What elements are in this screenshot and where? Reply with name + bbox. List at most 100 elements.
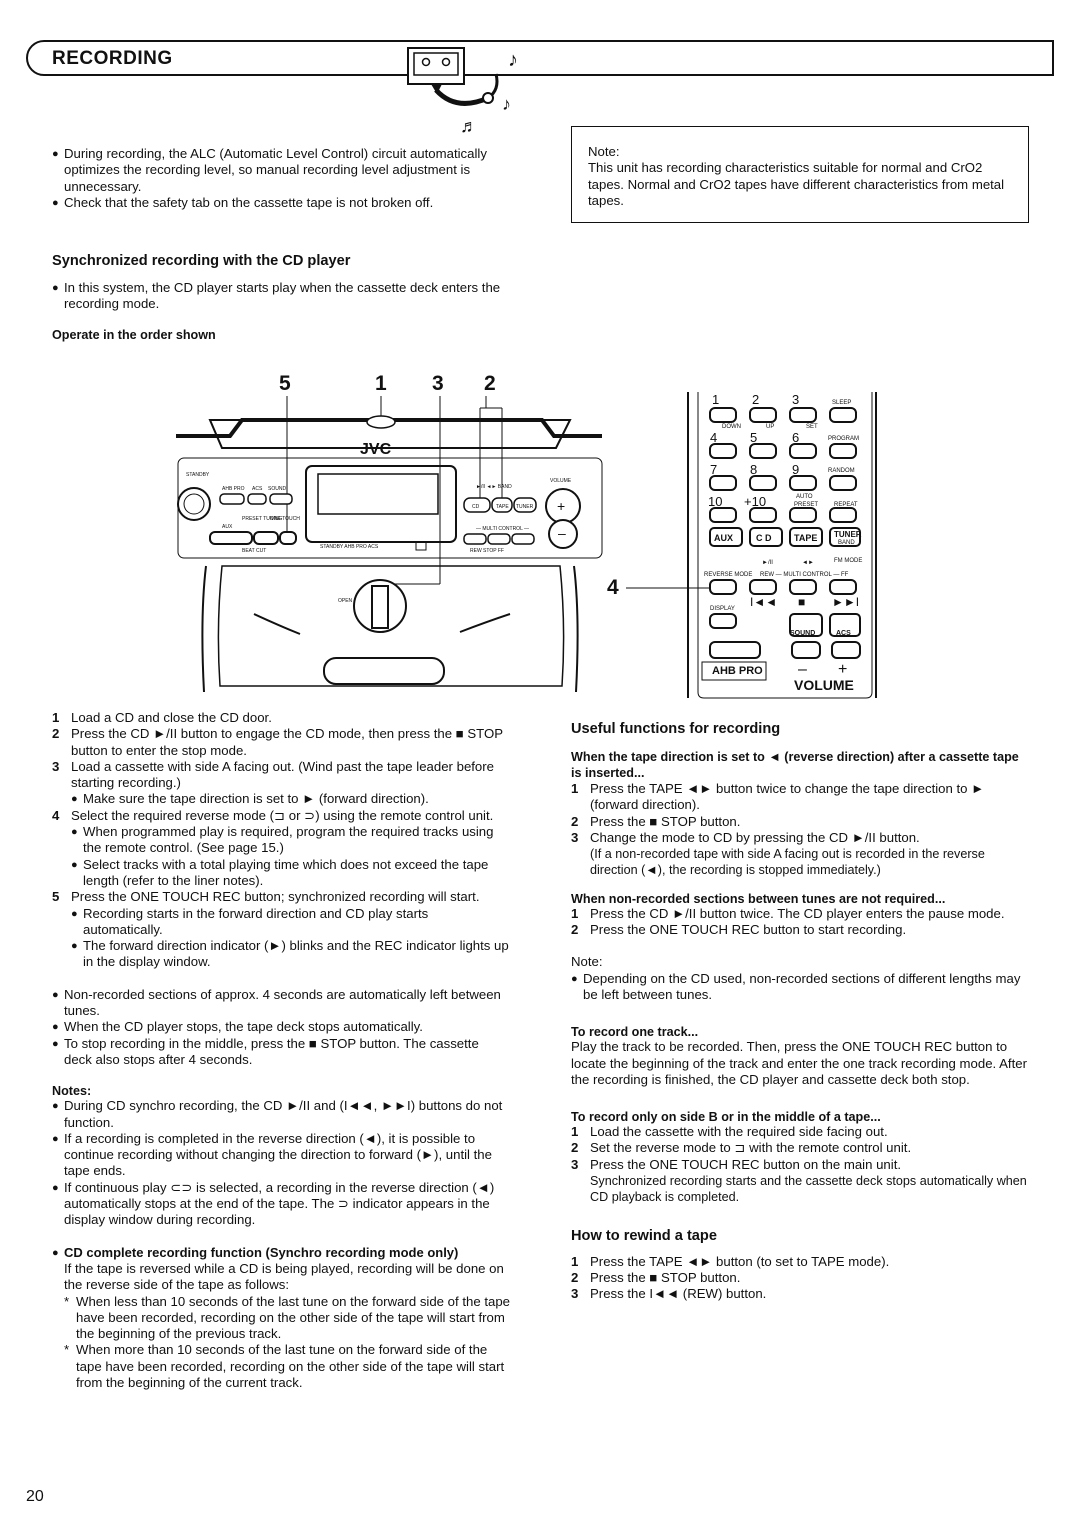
- svg-text:C D: C D: [756, 533, 772, 543]
- svg-text:AUTO: AUTO: [796, 494, 813, 500]
- callout-3: 3: [432, 372, 444, 395]
- svg-text:BEAT CUT: BEAT CUT: [242, 548, 266, 554]
- intro-bullet: Check that the safety tab on the cassett…: [52, 195, 510, 212]
- svg-text:— MULTI CONTROL —: — MULTI CONTROL —: [476, 526, 529, 532]
- page-title: RECORDING: [52, 48, 173, 69]
- svg-text:REVERSE MODE: REVERSE MODE: [704, 572, 752, 578]
- useful-note-title: Note:: [571, 954, 603, 970]
- complete-recording-star: When more than 10 seconds of the last tu…: [52, 1342, 510, 1391]
- useful-note-text: Depending on the CD used, non-recorded s…: [571, 971, 1031, 1004]
- svg-text:VOLUME: VOLUME: [550, 478, 572, 484]
- svg-text:STANDBY AHB PRO ACS: STANDBY AHB PRO ACS: [320, 544, 379, 550]
- svg-text:2: 2: [752, 392, 759, 407]
- svg-text:5: 5: [750, 430, 757, 445]
- sync-section: Synchronized recording with the CD playe…: [52, 253, 510, 342]
- notes-bullet: If continuous play ⊂⊃ is selected, a rec…: [52, 1180, 510, 1229]
- svg-text:8: 8: [750, 462, 757, 477]
- svg-text:♬: ♬: [460, 116, 478, 136]
- svg-text:AUX: AUX: [222, 524, 233, 530]
- sync-heading: Synchronized recording with the CD playe…: [52, 253, 351, 269]
- callout-4: 4: [607, 576, 619, 599]
- after-steps-bullet: Non-recorded sections of approx. 4 secon…: [52, 987, 510, 1020]
- page-number: 20: [26, 1488, 44, 1505]
- svg-text:+: +: [557, 498, 565, 514]
- step-5-sub: Recording starts in the forward directio…: [52, 906, 510, 939]
- svg-text:TAPE: TAPE: [496, 504, 509, 510]
- svg-text:REPEAT: REPEAT: [834, 502, 858, 508]
- note-text: This unit has recording characteristics …: [588, 160, 1005, 208]
- svg-text:1: 1: [712, 392, 719, 407]
- nonrec-title: When non-recorded sections between tunes…: [571, 891, 946, 906]
- order-label: Operate in the order shown: [52, 327, 216, 342]
- svg-text:+10: +10: [744, 494, 766, 509]
- reverse-title: When the tape direction is set to ◄ (rev…: [571, 750, 1019, 780]
- svg-text:RANDOM: RANDOM: [828, 468, 855, 474]
- intro-bullet: During recording, the ALC (Automatic Lev…: [52, 146, 510, 195]
- svg-text:BAND: BAND: [838, 540, 855, 546]
- svg-text:PRESET TUNING: PRESET TUNING: [242, 516, 282, 522]
- svg-text:TAPE: TAPE: [794, 533, 817, 543]
- after-steps-bullet: When the CD player stops, the tape deck …: [52, 1019, 510, 1036]
- svg-text:REW STOP FF: REW STOP FF: [470, 548, 504, 554]
- svg-text:DOWN: DOWN: [722, 424, 741, 430]
- svg-text:ACS: ACS: [252, 486, 263, 492]
- svg-text:►/II: ►/II: [762, 560, 773, 566]
- complete-recording-title: CD complete recording function (Synchro …: [52, 1245, 510, 1262]
- after-steps-bullet: To stop recording in the middle, press t…: [52, 1036, 510, 1069]
- svg-text:UP: UP: [766, 424, 774, 430]
- rewind-heading: How to rewind a tape: [571, 1227, 717, 1244]
- svg-text:ACS: ACS: [836, 630, 851, 637]
- reverse-subnote: (If a non-recorded tape with side A faci…: [590, 847, 985, 878]
- svg-text:+: +: [838, 661, 847, 678]
- svg-text:ONE TOUCH: ONE TOUCH: [270, 516, 300, 522]
- svg-text:►►I: ►►I: [832, 595, 859, 609]
- intro-section: During recording, the ALC (Automatic Lev…: [52, 146, 510, 211]
- svg-text:AUX: AUX: [714, 533, 733, 543]
- svg-text:3: 3: [792, 392, 799, 407]
- svg-text:–: –: [798, 661, 807, 678]
- complete-recording-text: If the tape is reversed while a CD is be…: [64, 1260, 504, 1293]
- note-title: Note:: [588, 144, 620, 159]
- svg-text:REW — MULTI CONTROL — FF: REW — MULTI CONTROL — FF: [760, 572, 849, 578]
- useful-functions-section: Useful functions for recording When the …: [571, 721, 1031, 1303]
- svg-text:SLEEP: SLEEP: [832, 400, 851, 406]
- svg-text:►/II ◄► BAND: ►/II ◄► BAND: [476, 484, 512, 490]
- useful-heading: Useful functions for recording: [571, 721, 781, 737]
- svg-text:TUNER: TUNER: [516, 504, 534, 510]
- svg-text:AHB PRO: AHB PRO: [712, 665, 763, 677]
- side-b-subnote: Synchronized recording starts and the ca…: [590, 1174, 1027, 1205]
- svg-text:9: 9: [792, 462, 799, 477]
- svg-text:CD: CD: [472, 504, 480, 510]
- svg-text:SOUND: SOUND: [268, 486, 286, 492]
- svg-text:◄►: ◄►: [802, 560, 814, 566]
- svg-text:FM MODE: FM MODE: [834, 558, 862, 564]
- step-5-sub: The forward direction indicator (►) blin…: [52, 938, 510, 971]
- one-track-text: Play the track to be recorded. Then, pre…: [571, 1039, 1027, 1087]
- notes-title: Notes:: [52, 1084, 92, 1099]
- svg-text:SOUND: SOUND: [790, 630, 815, 637]
- svg-text:4: 4: [710, 430, 717, 445]
- callout-5: 5: [279, 372, 291, 395]
- svg-text:6: 6: [792, 430, 799, 445]
- step-4-sub: When programmed play is required, progra…: [52, 824, 510, 857]
- cassette-recording-icon: ♪ ♪ ♬: [407, 47, 518, 136]
- complete-recording-star: When less than 10 seconds of the last tu…: [52, 1294, 510, 1343]
- svg-text:♪: ♪: [502, 94, 511, 114]
- step-3-sub: Make sure the tape direction is set to ►…: [52, 791, 510, 808]
- notes-bullet: During CD synchro recording, the CD ►/II…: [52, 1098, 510, 1131]
